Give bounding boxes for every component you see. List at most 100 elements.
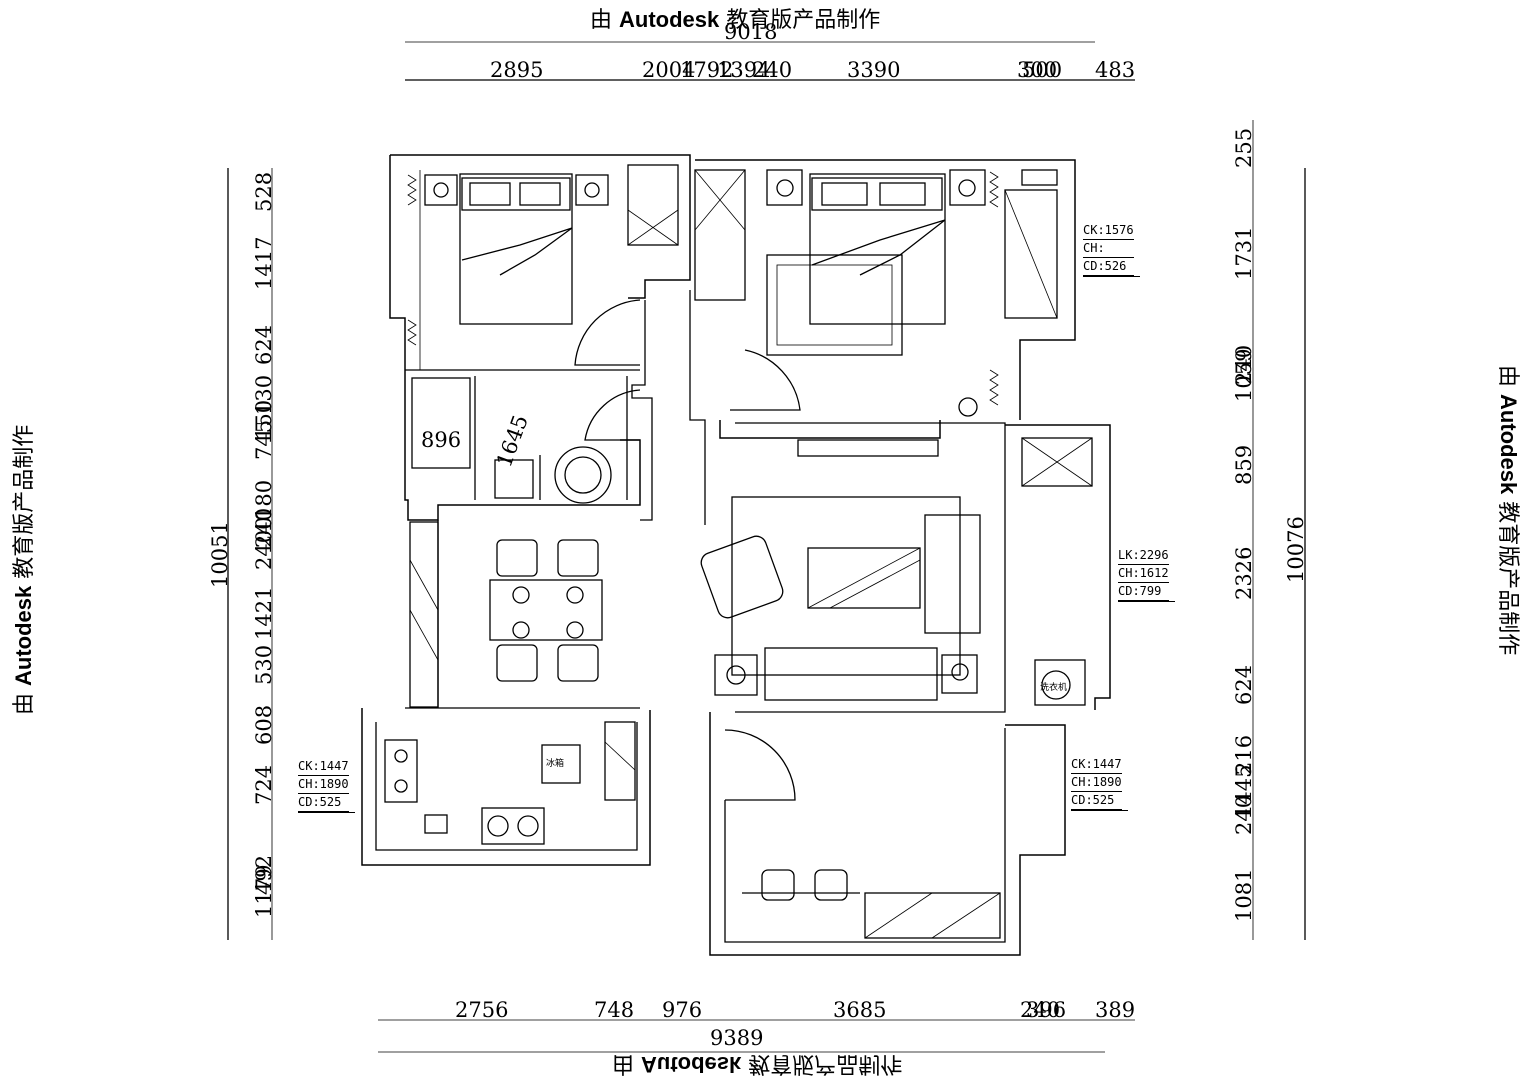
cabinet-tag: CK:1447 CH:1890 CD:525 — [298, 758, 355, 813]
dim-left-total: 10051 — [208, 521, 232, 588]
coffee-table — [807, 547, 921, 609]
dim-right-total: 10076 — [1284, 516, 1308, 583]
balcony-inner-wall — [724, 728, 1006, 943]
dim-left-seg: 492 — [252, 854, 276, 895]
balcony-wall — [709, 712, 1066, 956]
dim-top-seg: 483 — [1095, 58, 1136, 82]
bar-stool-2 — [814, 869, 848, 901]
rug-living — [731, 496, 961, 676]
tall-cabinet-living — [1021, 437, 1093, 487]
dim-top-seg: 240 — [752, 58, 793, 82]
dim-right-seg: 255 — [1232, 127, 1256, 168]
outer-wall-top — [390, 154, 691, 299]
door-swing-bed1 — [574, 299, 641, 366]
dim-top-seg: 300 — [1017, 58, 1058, 82]
door-swing-balcony — [724, 729, 796, 801]
headboard-1 — [461, 177, 571, 211]
cabinet-tag-line: CK:1447 — [298, 758, 349, 776]
dim-left-seg: 530 — [252, 644, 276, 685]
watermark-prefix: 由 — [12, 692, 37, 715]
kitchen-inner-wall — [375, 722, 638, 851]
chair-4 — [557, 644, 599, 682]
bathtub-basin — [554, 446, 612, 504]
chair-2 — [557, 539, 599, 577]
living-inner-wall — [735, 422, 1006, 713]
dim-left-seg: 1421 — [252, 586, 276, 640]
cabinet-tag-line: LK:2296 — [1118, 547, 1169, 565]
dim-right-seg: 859 — [1232, 444, 1256, 485]
outer-wall-top-right — [695, 159, 1076, 420]
dim-bottom-seg: 976 — [662, 998, 703, 1022]
outer-wall-right-mid — [1005, 424, 1111, 710]
window-seat — [1021, 169, 1058, 186]
dining-table — [489, 579, 603, 641]
pillow-1a — [469, 182, 511, 206]
dim-left-seg: 1417 — [252, 236, 276, 290]
dim-left-seg: 624 — [252, 324, 276, 365]
living-wall — [719, 420, 941, 439]
dim-top-seg: 1394 — [717, 58, 771, 82]
corridor-wall — [631, 300, 653, 521]
dim-bottom-seg: 396 — [1026, 998, 1067, 1022]
corridor-wall-2 — [689, 290, 706, 525]
watermark-prefix: 由 — [612, 1051, 635, 1076]
rug-2 — [766, 254, 903, 356]
nightstand-1a — [424, 174, 458, 206]
sink — [384, 739, 418, 803]
pillow-2a — [821, 182, 868, 206]
shower — [411, 377, 471, 469]
kitchen-wall — [361, 708, 651, 866]
dim-right-seg: 624 — [1232, 664, 1256, 705]
pillow-2b — [879, 182, 926, 206]
dim-top-seg: 2004 — [642, 58, 696, 82]
watermark-suffix: 教育版产品制作 — [726, 8, 881, 33]
duvet-1 — [461, 227, 573, 276]
dim-top-total: 9018 — [724, 20, 778, 44]
cabinet-tag-line: CD:525 — [1071, 792, 1122, 810]
dim-right-seg: 2326 — [1232, 546, 1256, 600]
chair-3 — [496, 644, 538, 682]
dim-left-seg: 240 — [252, 507, 276, 548]
dim-top-seg: 500 — [1022, 58, 1063, 82]
bed-2 — [809, 173, 946, 325]
door-swing-bed2 — [730, 349, 801, 411]
armchair — [700, 535, 784, 619]
cabinet-tag-line: CD:526 — [1083, 258, 1134, 276]
outer-wall — [389, 155, 641, 521]
pillow-1b — [519, 182, 561, 206]
cabinet-tag-line: CH: — [1083, 240, 1134, 258]
watermark-prefix: 由 — [590, 8, 613, 33]
cabinet-tag: CK:1447 CH:1890 CD:525 — [1071, 756, 1128, 811]
nightstand-2a — [766, 169, 803, 206]
curtain-right — [989, 171, 999, 406]
cabinet-tag-line: CD:525 — [298, 794, 349, 812]
cabinet-tag-line: CH:1612 — [1118, 565, 1169, 583]
cabinet-tag-line: CD:799 — [1118, 583, 1169, 601]
cabinet-tag-line: CK:1576 — [1083, 222, 1134, 240]
cabinet-tag-line: CH:1890 — [1071, 774, 1122, 792]
dim-bottom-seg: 240 — [1020, 998, 1061, 1022]
dim-top-seg: 3390 — [847, 58, 901, 82]
watermark-top: 由 Autodesk 教育版产品制作 — [590, 2, 880, 34]
dim-right-seg: 1445 — [1232, 764, 1256, 818]
stove — [481, 807, 545, 845]
sofa-bottom — [764, 647, 938, 701]
side-table-left — [714, 654, 758, 696]
watermark-brand: Autodesk — [619, 7, 720, 32]
dim-top-seg: 1792 — [680, 58, 734, 82]
nightstand-1b — [575, 174, 609, 206]
curtain-left — [407, 174, 417, 346]
lamp-1a — [433, 182, 449, 198]
wardrobe-1 — [627, 164, 679, 246]
watermark-bottom: 由 Autodesk 教育版产品制作 — [612, 1050, 902, 1082]
washer — [1034, 659, 1086, 706]
watermark-left: 由 Autodesk 教育版产品制作 — [6, 425, 38, 715]
dim-bottom-seg: 748 — [594, 998, 635, 1022]
dim-left-seg: 150 — [252, 399, 276, 440]
washer-label: 洗衣机 — [1040, 683, 1068, 693]
dim-bottom-seg: 3685 — [833, 998, 887, 1022]
watermark-brand: Autodesk — [1496, 394, 1521, 495]
chair-1 — [496, 539, 538, 577]
plant-2 — [958, 397, 978, 417]
dim-bottom-seg: 2756 — [455, 998, 509, 1022]
